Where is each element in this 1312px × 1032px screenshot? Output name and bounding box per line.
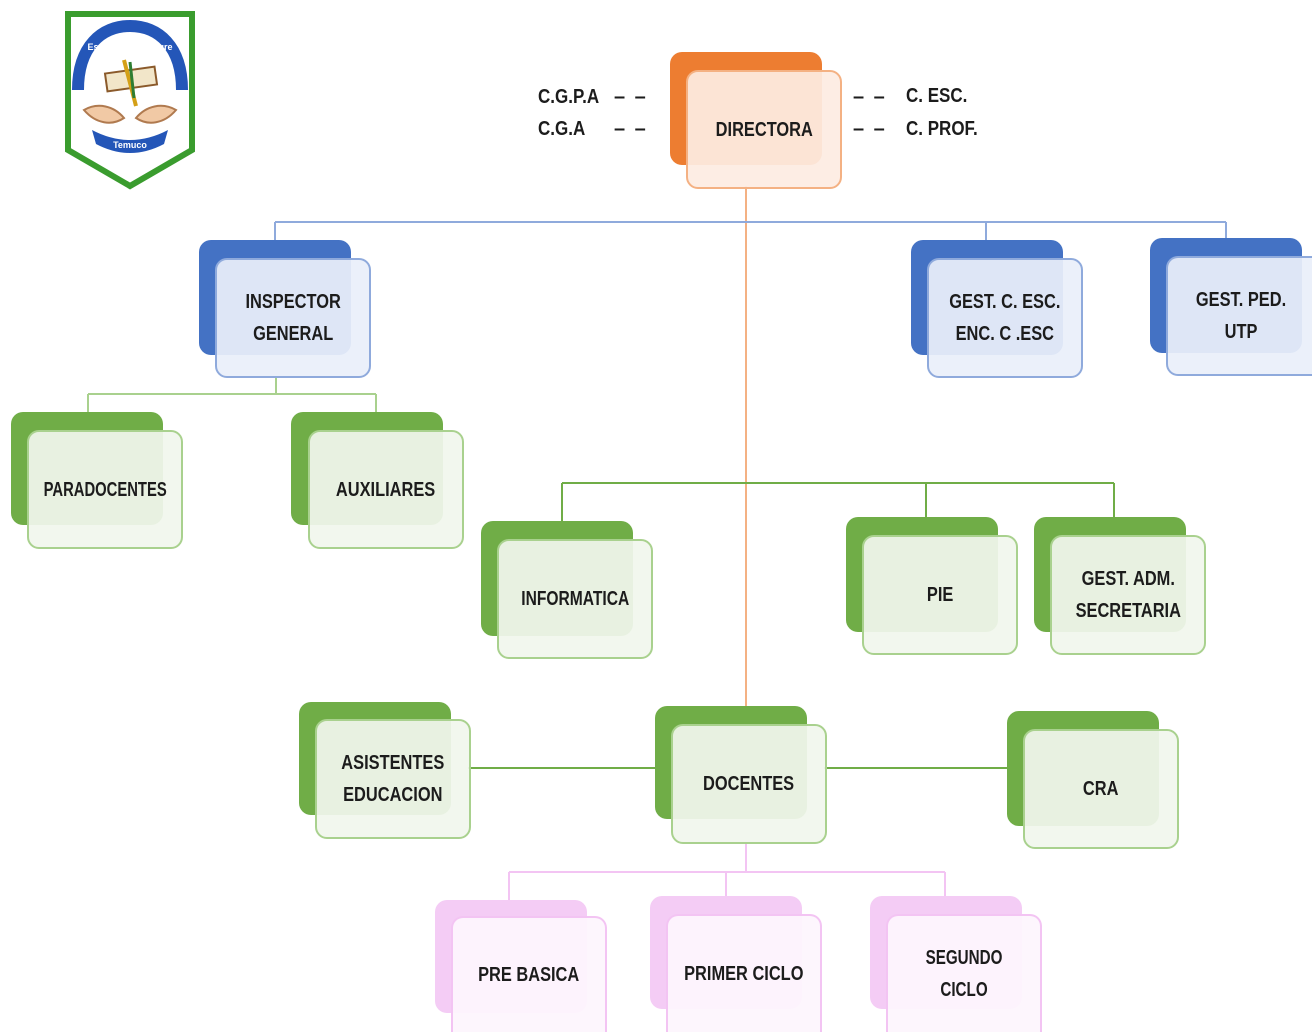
council-cga-dash: – – [614, 118, 648, 140]
cycles-connector [508, 842, 946, 902]
informatica-box: INFORMATICA [497, 539, 653, 659]
council-cprof-dash: – – [853, 118, 887, 140]
gest-c-esc-box: GEST. C. ESC. ENC. C .ESC [927, 258, 1083, 378]
gest-adm-box: GEST. ADM. SECRETARIA [1050, 535, 1206, 655]
inspector-children-connector [87, 376, 377, 413]
support-connector [561, 482, 1115, 522]
primer-ciclo-label: PRIMER CICLO [684, 963, 804, 985]
school-logo: Escuela Villa Alegre Temuco [65, 11, 195, 190]
segundo-ciclo-label: SEGUNDO CICLO [925, 947, 1003, 1001]
inspector-box: INSPECTOR GENERAL [215, 258, 371, 378]
gest-ped-label: GEST. PED. UTP [1195, 289, 1287, 343]
gest-ped-box: GEST. PED. UTP [1166, 256, 1312, 376]
inspector-label: INSPECTOR GENERAL [245, 291, 341, 345]
council-cprof: C. PROF. [906, 118, 978, 140]
pre-basica-label: PRE BASICA [478, 964, 580, 986]
cra-box: CRA [1023, 729, 1179, 849]
directora-label: DIRECTORA [715, 118, 813, 141]
council-cga: C.G.A [538, 118, 586, 140]
gest-c-esc-label: GEST. C. ESC. ENC. C .ESC [949, 291, 1061, 345]
asistentes-box: ASISTENTES EDUCACION [315, 719, 471, 839]
council-cgpa-dash: – – [614, 86, 648, 108]
council-cesc: C. ESC. [906, 85, 968, 107]
pre-basica-box: PRE BASICA [451, 916, 607, 1032]
asistentes-label: ASISTENTES EDUCACION [341, 752, 445, 806]
informatica-label: INFORMATICA [520, 588, 630, 610]
cra-label: CRA [1083, 778, 1119, 800]
logo-city: Temuco [113, 140, 147, 150]
council-cesc-dash: – – [853, 86, 887, 108]
pie-box: PIE [862, 535, 1018, 655]
gest-adm-label: GEST. ADM. SECRETARIA [1075, 568, 1181, 622]
paradocentes-label: PARADOCENTES [43, 478, 167, 501]
segundo-ciclo-box: SEGUNDO CICLO [886, 914, 1042, 1032]
pie-label: PIE [926, 584, 954, 606]
paradocentes-box: PARADOCENTES [27, 430, 183, 549]
docentes-box: DOCENTES [671, 724, 827, 844]
logo-school-name: Escuela Villa Alegre [87, 42, 172, 52]
council-cgpa: C.G.P.A [538, 86, 600, 108]
docentes-label: DOCENTES [703, 773, 795, 795]
directora-box: DIRECTORA [686, 70, 842, 189]
auxiliares-label: AUXILIARES [336, 478, 436, 501]
level1-connector [274, 221, 1227, 242]
auxiliares-box: AUXILIARES [308, 430, 464, 549]
primer-ciclo-box: PRIMER CICLO [666, 914, 822, 1032]
